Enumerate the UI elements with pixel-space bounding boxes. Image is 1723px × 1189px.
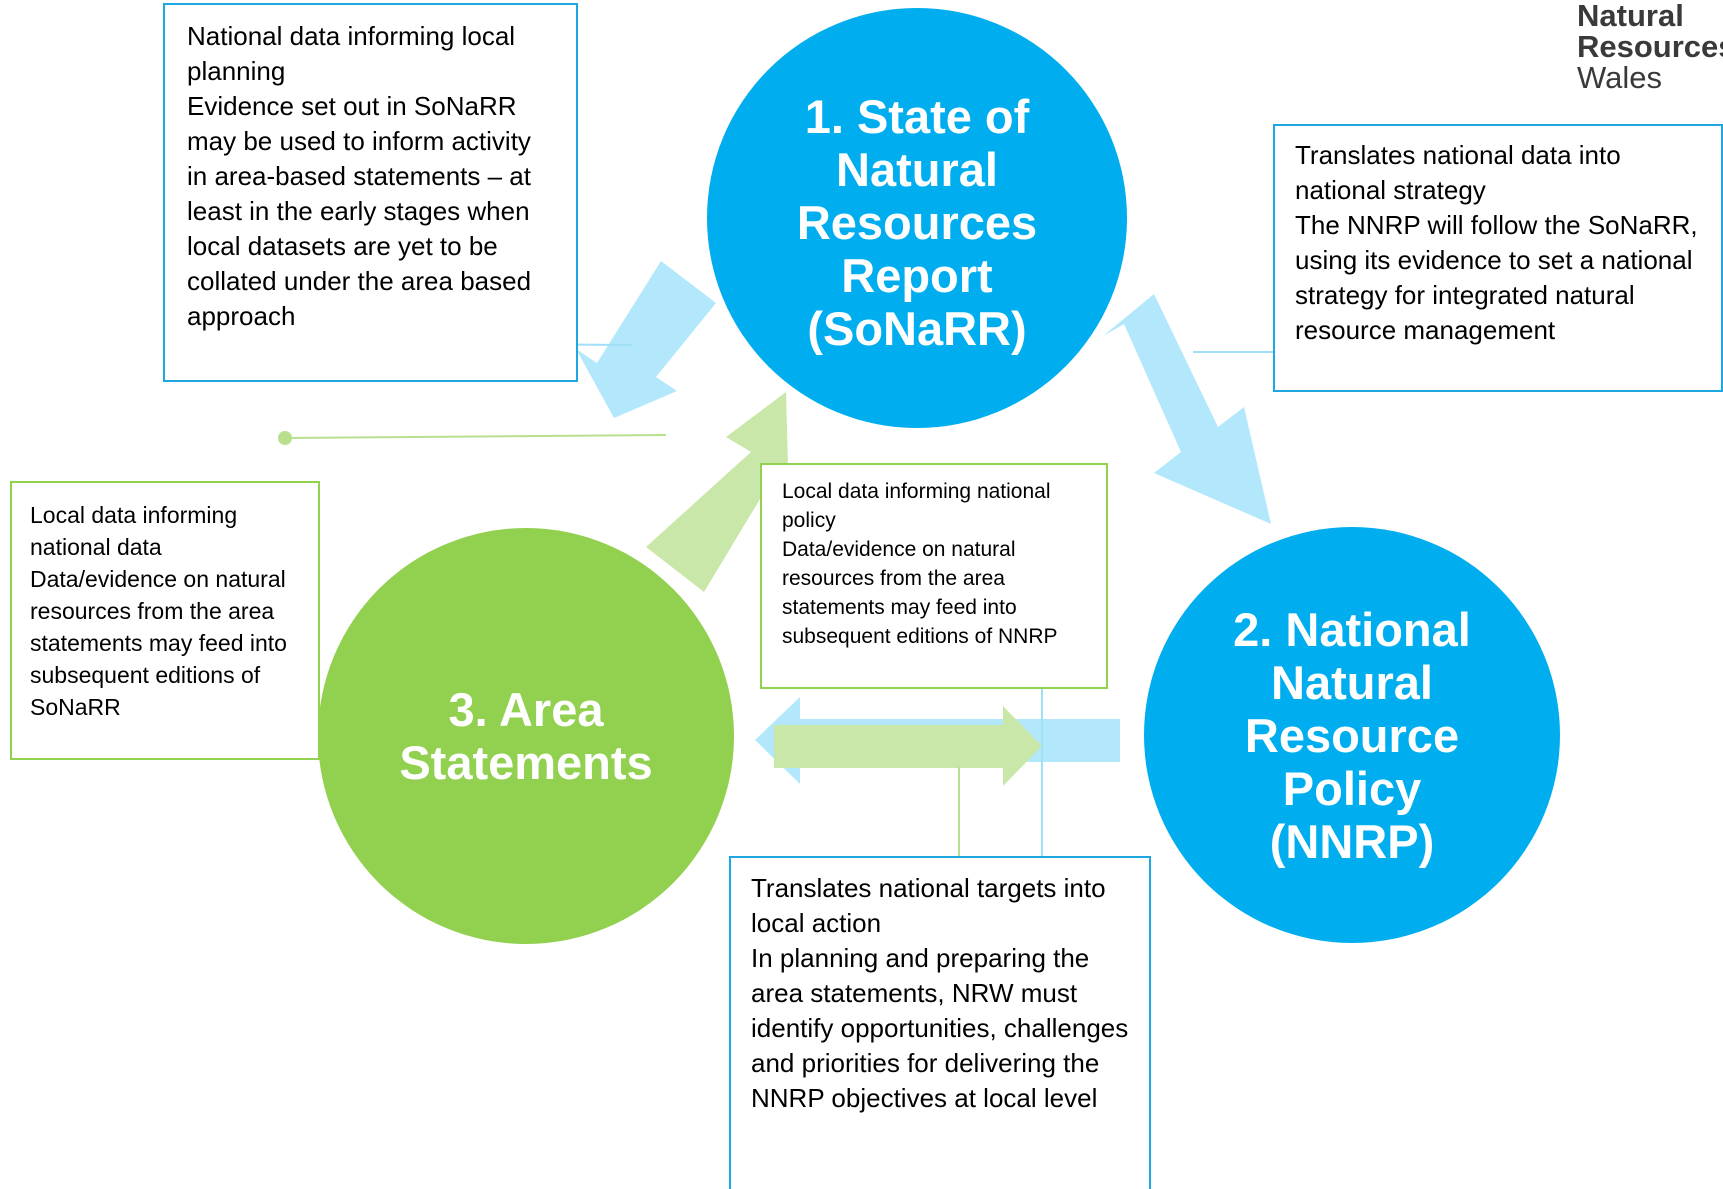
area-to-sonarr-text: Local data informing national data Data/… [30, 502, 287, 720]
nnrp-label: 2. National Natural Resource Policy (NNR… [1233, 602, 1471, 868]
nrw-logo: Natural Resources Wales [1577, 0, 1723, 100]
text-box-area-to-nnrp: Local data informing national policy Dat… [760, 463, 1108, 689]
text-box-sonarr-to-nnrp: Translates national data into national s… [1273, 124, 1723, 392]
area-circle [318, 528, 734, 944]
sonarr-to-nnrp-text: Translates national data into national s… [1295, 140, 1698, 345]
arrow-sonarr-to-nnrp [1103, 294, 1271, 524]
sonarr-circle [707, 8, 1127, 428]
logo-line-wales: Wales [1577, 60, 1662, 95]
arrow-sonarr-to-area [576, 261, 716, 418]
text-box-nnrp-to-area: Translates national targets into local a… [729, 856, 1151, 1189]
logo-line-resources: Resources [1577, 29, 1723, 64]
logo-line-natural: Natural [1577, 0, 1684, 33]
sonarr-to-area-text: National data informing local planning E… [187, 21, 532, 331]
text-box-area-to-sonarr: Local data informing national data Data/… [10, 481, 320, 760]
area-to-nnrp-text: Local data informing national policy Dat… [782, 480, 1058, 648]
arrow-area-to-sonarr [646, 392, 789, 592]
text-box-sonarr-to-area: National data informing local planning E… [163, 3, 578, 382]
area-label: 3. Area Statements [399, 683, 653, 789]
nnrp-circle [1144, 527, 1560, 943]
arrow-area-to-nnrp [774, 706, 1042, 786]
nnrp-to-area-text: Translates national targets into local a… [751, 873, 1129, 1113]
connector-area-to-sonarr [278, 431, 667, 445]
sonarr-label: 1. State of Natural Resources Report (So… [796, 89, 1038, 355]
